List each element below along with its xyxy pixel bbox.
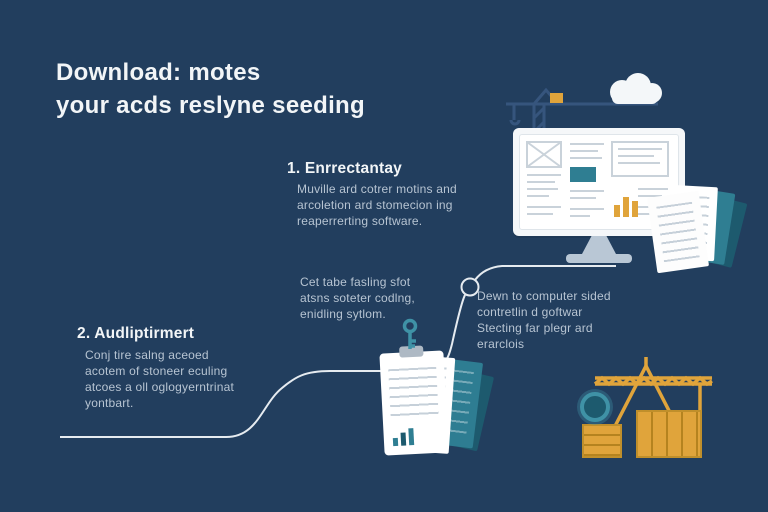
gear-icon (580, 392, 610, 422)
crate-icon (636, 410, 702, 458)
step1-heading: 1. Enrrectantay (287, 160, 402, 177)
cloud-shape (610, 73, 662, 104)
clipboard-front (379, 345, 449, 456)
body-line: Stecting far plegr ard (477, 321, 593, 335)
monitor-icon (513, 128, 685, 236)
body-line: arcoletion ard stomecion ing (297, 198, 453, 212)
body-line: contretlin d goftwar (477, 305, 583, 319)
clipboard-icon (372, 318, 495, 464)
body-line: acotem of stoneer eculing (85, 364, 228, 378)
document-text-lines (388, 366, 439, 422)
flow-path-lower (60, 294, 466, 438)
body-line: reaperrerting software. (297, 214, 423, 228)
document-page-white (646, 190, 710, 274)
crate-icon (582, 424, 622, 458)
monitor-stand (582, 236, 616, 254)
screen-teal-block (570, 167, 596, 182)
crane-cab (550, 93, 563, 103)
body-line: Muville ard cotrer motins and (297, 182, 457, 196)
title-line-2: your acds reslyne seeding (56, 92, 365, 119)
infographic-title: Download: motes your acds reslyne seedin… (56, 56, 365, 122)
step2-heading: 2. Audliptirmert (77, 325, 195, 342)
flow-node (460, 277, 480, 297)
mini-bar-chart (392, 427, 415, 447)
body-line: yontbart. (85, 396, 134, 410)
key-shape (402, 318, 418, 349)
monitor-base (566, 254, 632, 263)
right-note: Dewn to computer sided contretlin d goft… (477, 288, 611, 352)
body-line: erarclois (477, 337, 525, 351)
step1-body: Muville ard cotrer motins and arcoletion… (297, 181, 457, 229)
document-text-lines (656, 201, 700, 263)
wireframe-lines (526, 141, 669, 217)
body-line: Dewn to computer sided (477, 289, 611, 303)
body-line: Cet tabe fasling sfot (300, 275, 411, 289)
body-line: atcoes a oll oglogyerntrinat (85, 380, 235, 394)
key-icon (402, 318, 418, 349)
step2-body: Conj tire salng aceoed acotem of stoneer… (85, 347, 234, 411)
flow-path-upper (474, 265, 616, 281)
screen-bar-chart (614, 197, 638, 217)
cloud-icon (610, 73, 662, 104)
body-line: atsns soteter codlng, (300, 291, 415, 305)
screen-wireframe (526, 141, 669, 217)
body-line: enidling sytlom. (300, 307, 386, 321)
documents-icon (646, 184, 748, 280)
body-line: Conj tire salng aceoed (85, 348, 209, 362)
middle-note: Cet tabe fasling sfot atsns soteter codl… (300, 274, 415, 322)
title-line-1: Download: motes (56, 59, 261, 86)
